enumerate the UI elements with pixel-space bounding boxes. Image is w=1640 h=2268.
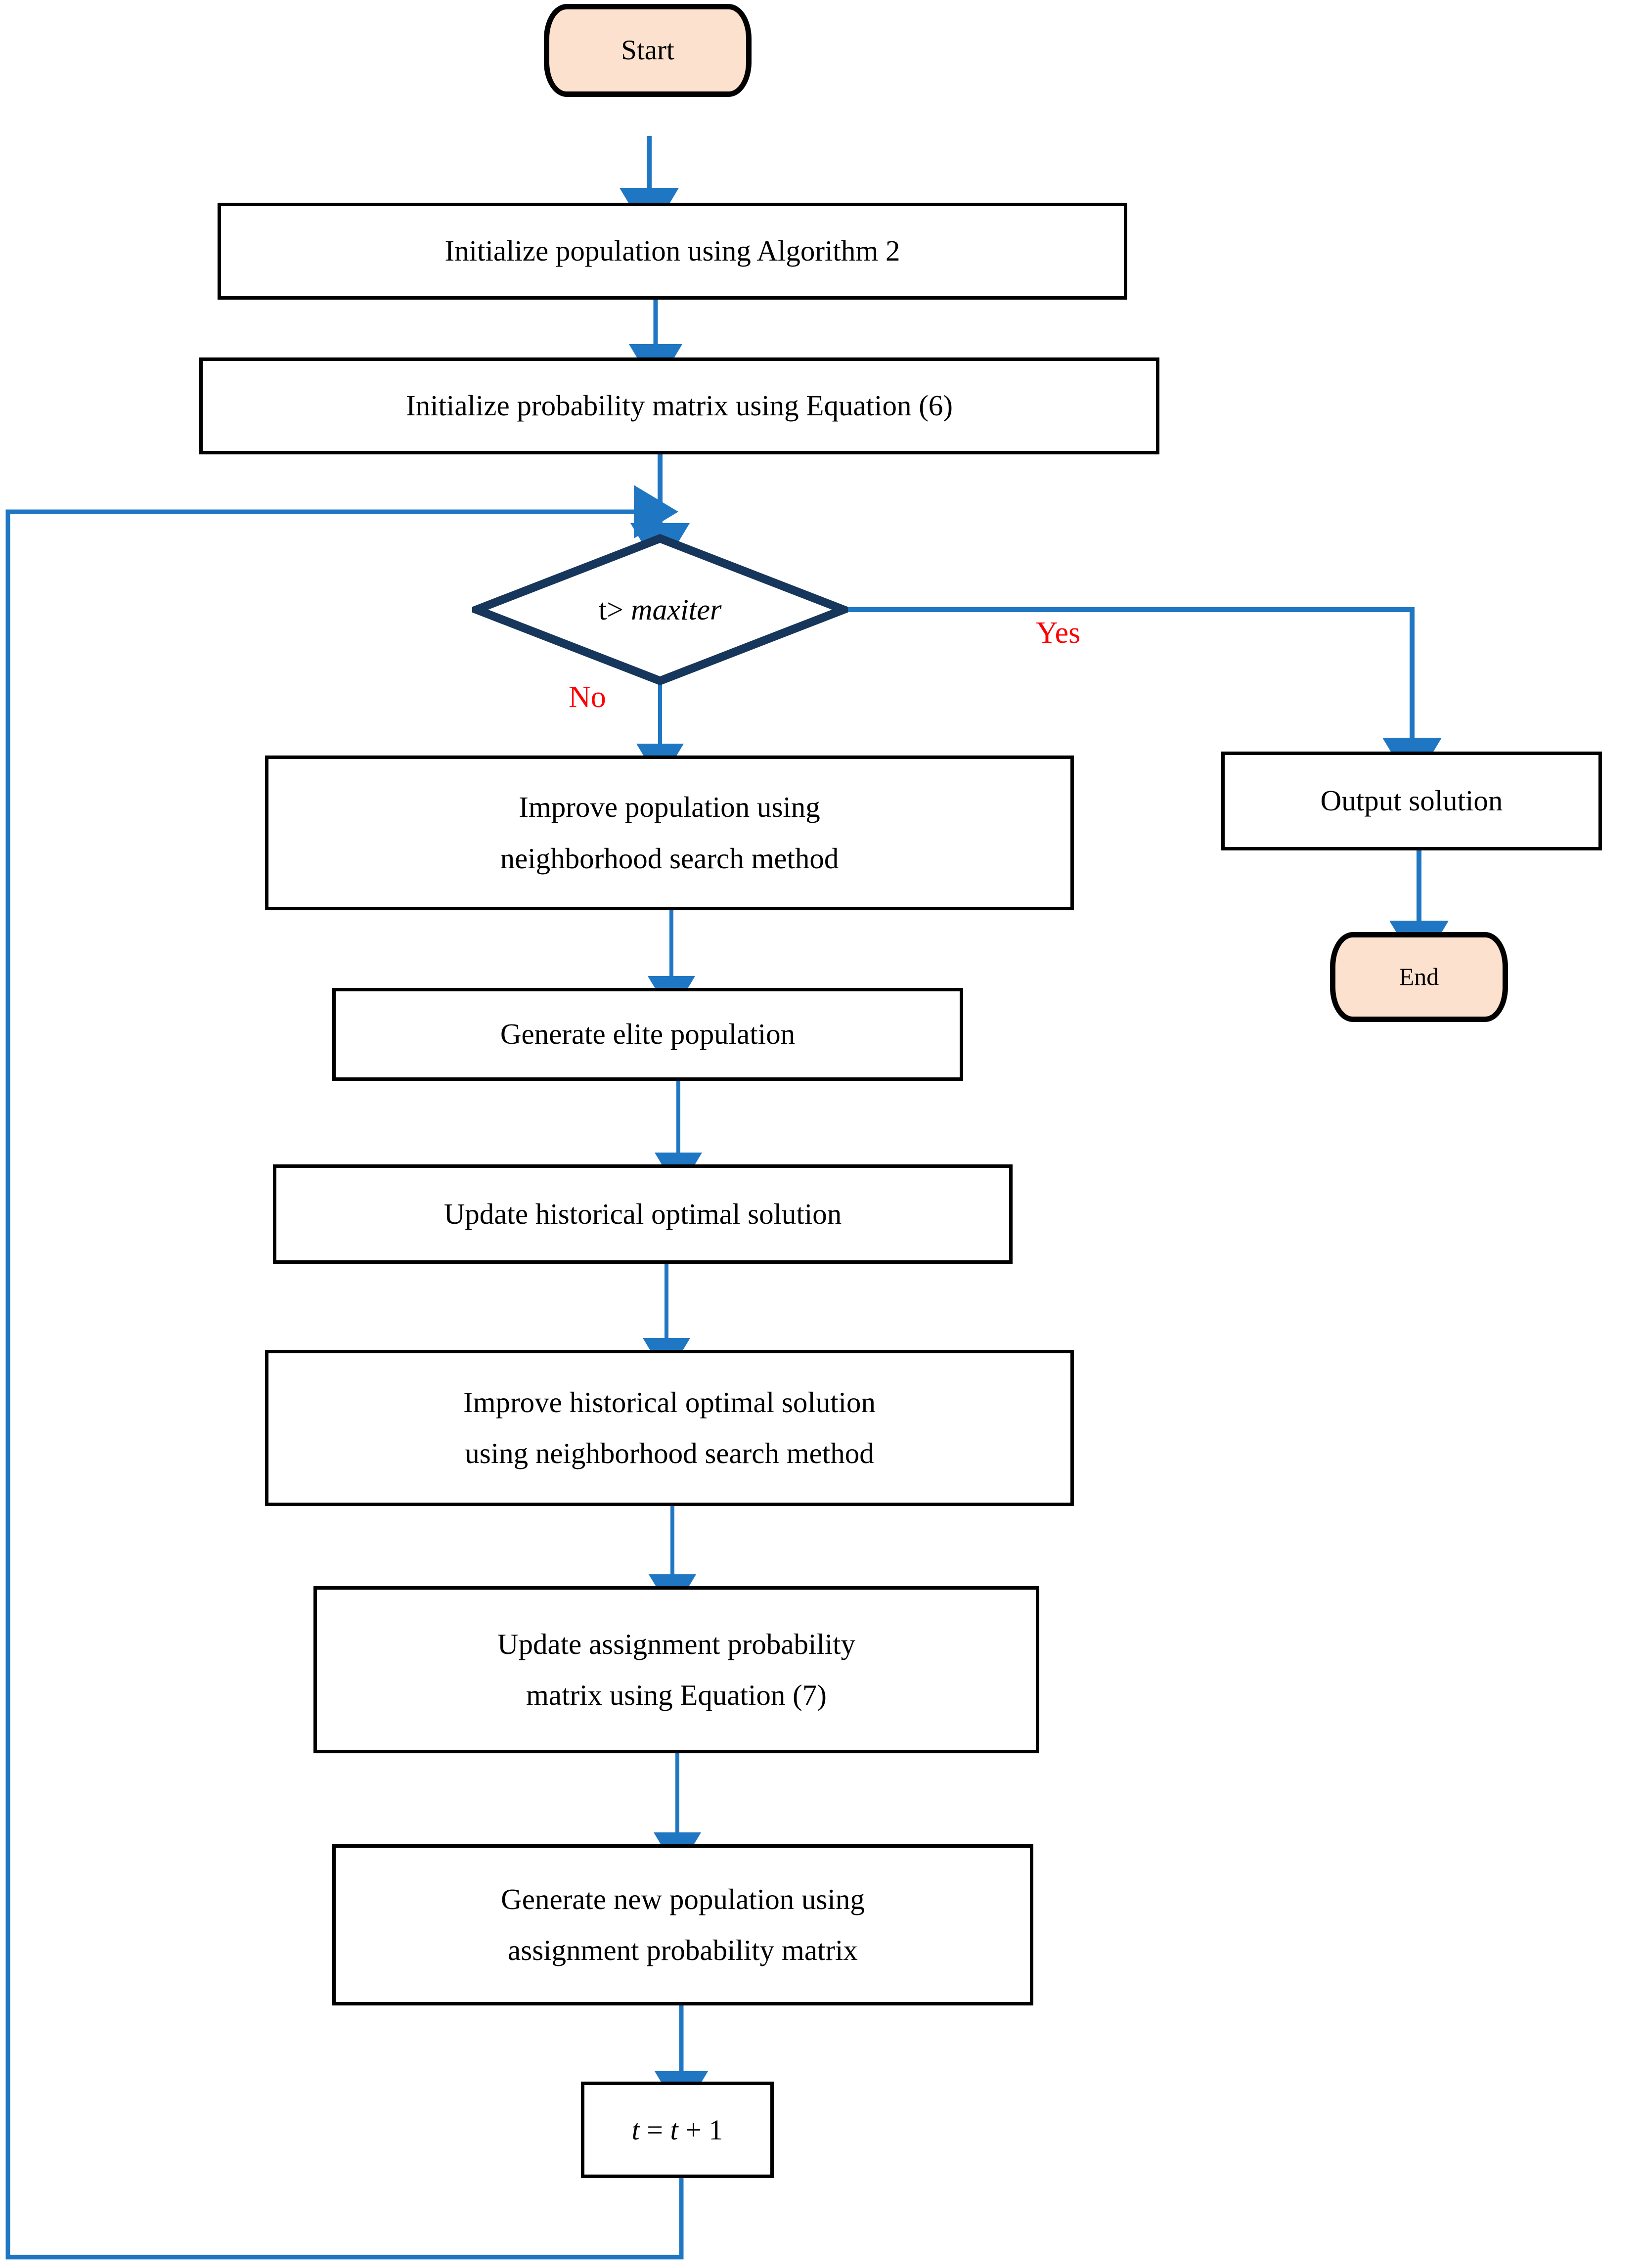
node-update-assignment-line1: Update assignment probability [497, 1627, 856, 1660]
edge-label-no: No [569, 680, 606, 714]
node-improve-historical-line2: using neighborhood search method [465, 1437, 874, 1469]
node-increment-eq: = [647, 2113, 663, 2146]
node-generate-elite-label: Generate elite population [500, 1018, 796, 1051]
node-decision-label: t> maxiter [472, 534, 848, 685]
node-init-population-label: Initialize population using Algorithm 2 [444, 234, 900, 267]
node-init-probability[interactable]: Initialize probability matrix using Equa… [199, 357, 1159, 454]
node-init-population[interactable]: Initialize population using Algorithm 2 [218, 203, 1127, 300]
node-increment-var1: t [631, 2113, 640, 2146]
node-decision-label-prefix: t> [598, 593, 624, 626]
node-start-label: Start [621, 35, 674, 66]
node-generate-new-population[interactable]: Generate new population using assignment… [332, 1844, 1033, 2005]
node-update-historical[interactable]: Update historical optimal solution [273, 1164, 1013, 1264]
node-init-probability-label: Initialize probability matrix using Equa… [406, 389, 953, 422]
node-improve-historical-line1: Improve historical optimal solution [463, 1385, 876, 1419]
node-increment-plus: + [685, 2113, 702, 2146]
node-generate-elite[interactable]: Generate elite population [332, 988, 963, 1081]
edge-label-yes: Yes [1036, 616, 1081, 650]
decision-diamond-shape [472, 534, 848, 685]
node-update-historical-label: Update historical optimal solution [443, 1197, 842, 1230]
node-improve-population[interactable]: Improve population using neighborhood se… [265, 756, 1074, 910]
node-end[interactable]: End [1330, 932, 1508, 1022]
node-improve-population-line2: neighborhood search method [500, 842, 839, 875]
node-output-solution-label: Output solution [1320, 784, 1503, 817]
node-start[interactable]: Start [544, 4, 752, 97]
node-increment-one: 1 [709, 2113, 723, 2146]
node-output-solution[interactable]: Output solution [1221, 752, 1602, 850]
node-update-assignment[interactable]: Update assignment probability matrix usi… [313, 1586, 1039, 1753]
node-generate-new-population-line1: Generate new population using [501, 1882, 865, 1915]
node-decision-label-italic: maxiter [631, 593, 722, 626]
node-improve-population-line1: Improve population using [519, 791, 820, 824]
node-increment[interactable]: t = t + 1 [581, 2082, 774, 2178]
connector-loop-back-to-decision [5, 485, 684, 2260]
node-end-label: End [1399, 963, 1439, 991]
connector-decision-yes-to-output-solution [776, 607, 1442, 787]
node-generate-new-population-line2: assignment probability matrix [508, 1934, 858, 1966]
node-update-assignment-line2: matrix using Equation (7) [526, 1679, 827, 1711]
node-decision[interactable]: t> maxiter [472, 534, 848, 685]
node-increment-var2: t [670, 2113, 678, 2146]
node-improve-historical[interactable]: Improve historical optimal solution usin… [265, 1350, 1074, 1506]
